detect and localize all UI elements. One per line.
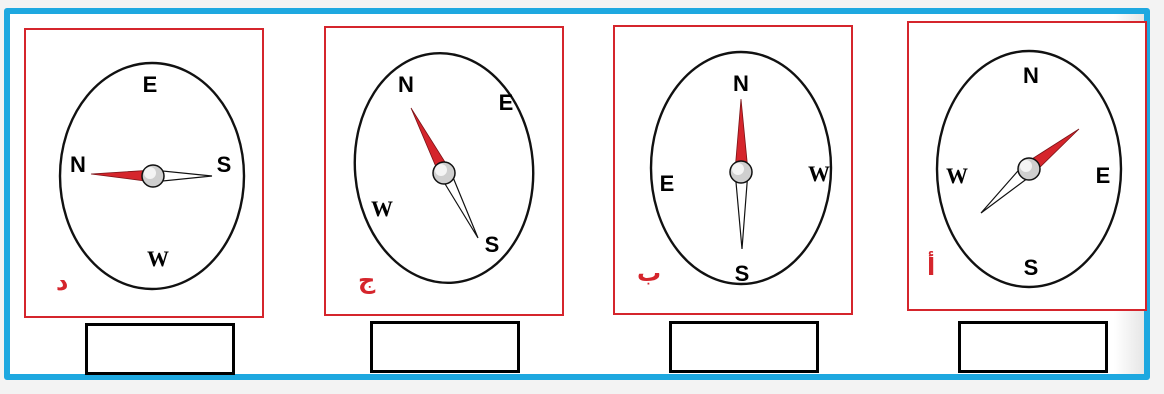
compass-letter: د: [56, 270, 68, 294]
direction-label-top: E: [143, 72, 158, 97]
compass-card-j: N E W S ج: [324, 26, 564, 316]
direction-label-top: N: [398, 72, 414, 97]
direction-label-right: W: [808, 161, 830, 186]
direction-label-right: E: [499, 90, 514, 115]
direction-label-left: W: [946, 163, 968, 188]
compass-card-a: N W E S أ: [907, 21, 1147, 311]
direction-label-bottom: W: [147, 246, 169, 271]
answer-box-j[interactable]: [370, 321, 520, 373]
direction-label-right: E: [1096, 163, 1111, 188]
compass-a-dial: N W E S: [909, 23, 1145, 309]
compass-letter: ب: [637, 261, 661, 285]
compass-card-d: E N S W د: [24, 28, 264, 318]
compass-letter: أ: [927, 255, 935, 279]
direction-label-top: N: [1023, 63, 1039, 88]
direction-label-bottom: S: [485, 232, 500, 257]
answer-box-a[interactable]: [958, 321, 1108, 373]
direction-label-left: E: [660, 171, 675, 196]
direction-label-bottom: S: [1024, 255, 1039, 280]
direction-label-left: W: [371, 196, 393, 221]
direction-label-right: S: [217, 152, 232, 177]
compass-letter: ج: [358, 268, 375, 292]
direction-label-top: N: [733, 71, 749, 96]
answer-box-d[interactable]: [85, 323, 235, 375]
direction-label-left: N: [70, 152, 86, 177]
compass-card-b: N E W S ب: [613, 25, 853, 315]
direction-label-bottom: S: [735, 261, 750, 286]
answer-box-b[interactable]: [669, 321, 819, 373]
